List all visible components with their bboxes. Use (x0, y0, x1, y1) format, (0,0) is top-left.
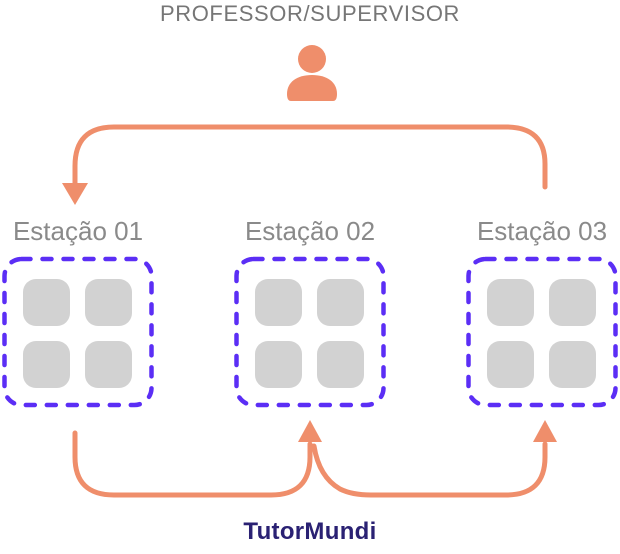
seat (549, 341, 596, 388)
arrow-station1-to-station2 (72, 430, 313, 498)
seat (317, 279, 364, 326)
arrowhead-up-station2 (298, 420, 322, 442)
seat (487, 341, 534, 388)
station-box-1 (2, 256, 154, 408)
person-icon (287, 45, 337, 101)
seat (255, 341, 302, 388)
seat (85, 341, 132, 388)
seat (317, 341, 364, 388)
seat (255, 279, 302, 326)
tutormundi-logo: TutorMundi (243, 518, 377, 545)
station-1-label: Estação 01 (12, 216, 144, 246)
diagram-title: PROFESSOR/SUPERVISOR (159, 1, 461, 26)
person-head (298, 45, 326, 73)
station-2-seats (255, 279, 364, 388)
seat (487, 279, 534, 326)
person-body (287, 75, 337, 101)
arrowhead-up-station3 (533, 420, 557, 442)
station-box-3 (466, 256, 618, 408)
seat (85, 279, 132, 326)
station-2-label: Estação 02 (244, 216, 376, 246)
arrowhead-down-station1 (62, 183, 88, 205)
seat (23, 341, 70, 388)
station-1-seats (23, 279, 132, 388)
seat (549, 279, 596, 326)
station-3-label: Estação 03 (476, 216, 608, 246)
station-3-seats (487, 279, 596, 388)
arrow-supervisor-to-station1 (72, 124, 548, 190)
seat (23, 279, 70, 326)
station-box-2 (234, 256, 386, 408)
arrow-station2-to-station3 (311, 441, 548, 498)
